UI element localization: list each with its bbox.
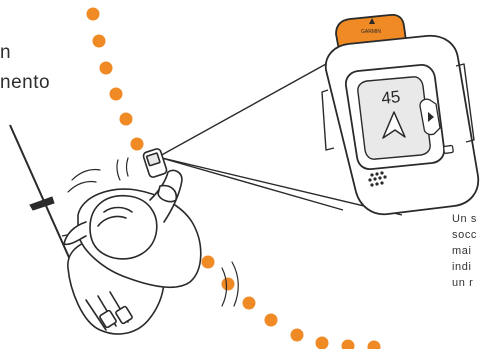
route-dot (120, 113, 133, 126)
route-dot (316, 337, 329, 349)
satellite-communicator-icon: GARMIN 45 (322, 15, 478, 214)
route-dot (93, 35, 106, 48)
route-dot (342, 340, 355, 349)
small-button (443, 145, 453, 153)
route-dot (243, 297, 256, 310)
route-dot (368, 341, 381, 349)
device-brand-label: GARMIN (361, 29, 381, 35)
route-dot (202, 256, 215, 269)
device-screen-number: 45 (380, 87, 401, 108)
route-dot (291, 329, 304, 342)
route-dot (100, 62, 113, 75)
route-dot (265, 314, 278, 327)
route-dot (131, 138, 144, 151)
route-dot (222, 278, 235, 291)
person-top-view-icon (64, 148, 238, 334)
route-dot (110, 88, 123, 101)
route-dot (87, 8, 100, 21)
